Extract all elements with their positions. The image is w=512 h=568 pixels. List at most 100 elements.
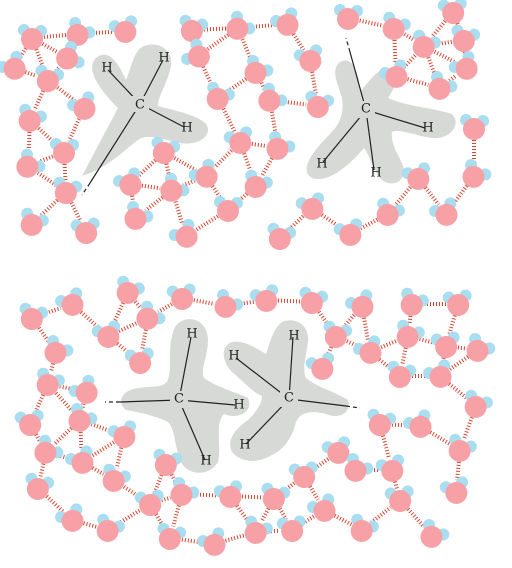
water-molecule bbox=[238, 168, 275, 203]
hydrogen-bond bbox=[403, 32, 415, 42]
hydrogen-bond bbox=[195, 214, 219, 232]
carbon-atom-label: C bbox=[361, 102, 371, 117]
hydrogen-atom-label: H bbox=[233, 398, 244, 413]
hydrogen-bond bbox=[221, 107, 237, 133]
hydrogen-bond bbox=[333, 513, 353, 527]
hydrogen-bond bbox=[400, 347, 408, 365]
water-molecule bbox=[264, 221, 298, 253]
water-molecule bbox=[426, 194, 465, 232]
hydrogen-bond bbox=[57, 453, 71, 461]
hydrogen-bond bbox=[62, 163, 68, 181]
hydrogen-bond bbox=[301, 514, 315, 526]
lower-panel: C H H H C H H H bbox=[13, 274, 498, 562]
carbon-atom-label: C bbox=[174, 392, 184, 407]
methane-molecule: C H H H bbox=[81, 51, 193, 196]
hydrogen-bond bbox=[392, 39, 398, 65]
hydrogen-bond bbox=[173, 156, 197, 172]
hydrogen-bond bbox=[157, 302, 173, 314]
hydrogen-bond bbox=[137, 158, 157, 178]
water-molecule bbox=[292, 41, 329, 77]
water-molecule bbox=[194, 524, 233, 562]
hydrogen-bond bbox=[393, 481, 399, 489]
water-molecule bbox=[413, 516, 452, 554]
hydrogen-bond bbox=[270, 111, 278, 137]
water-molecule bbox=[30, 366, 67, 401]
methane-molecule: C H H H bbox=[105, 327, 245, 469]
hydrogen-bond bbox=[193, 298, 215, 306]
hydrogen-bond bbox=[173, 200, 185, 226]
hydrogen-bond bbox=[359, 18, 383, 28]
hydrogen-bond-set bbox=[18, 18, 476, 232]
water-network bbox=[0, 0, 494, 255]
water-molecule bbox=[384, 359, 418, 391]
hydrogen-bond bbox=[310, 71, 318, 95]
water-molecule bbox=[69, 215, 103, 247]
hydrogen-bond bbox=[455, 461, 461, 481]
hydrogen-bond bbox=[447, 382, 469, 400]
hydrogen-atom-label: H bbox=[228, 349, 239, 364]
water-molecule bbox=[302, 89, 336, 121]
hydrogen-bond bbox=[451, 184, 469, 206]
water-molecule bbox=[458, 388, 495, 423]
water-molecule bbox=[110, 274, 147, 309]
water-molecule bbox=[370, 196, 407, 231]
hydrogen-bond bbox=[407, 77, 429, 87]
water-molecule bbox=[259, 128, 298, 166]
hydrogen-bond bbox=[259, 507, 271, 523]
hydrogen-bond bbox=[34, 48, 46, 70]
water-molecule bbox=[12, 102, 49, 137]
hydrogen-bond bbox=[278, 507, 288, 521]
hydrogen-bond bbox=[267, 528, 281, 534]
hydrogen-bond bbox=[39, 198, 59, 218]
hydrogen-bond bbox=[429, 430, 451, 446]
water-molecule bbox=[455, 156, 494, 194]
carbon-atom-label: C bbox=[135, 98, 145, 113]
hydrogen-bond bbox=[281, 99, 307, 107]
hydrogen-atom-label: H bbox=[181, 121, 192, 136]
water-molecule bbox=[52, 284, 91, 322]
hydrogen-bond bbox=[235, 504, 251, 524]
hydrogen-bond bbox=[203, 26, 227, 32]
methane-cloud bbox=[306, 60, 456, 184]
hydrogen-bond bbox=[287, 214, 305, 232]
hydrogen-bond bbox=[430, 19, 447, 39]
water-molecule bbox=[153, 170, 193, 209]
hydrogen-atom-label: H bbox=[186, 327, 197, 342]
hydrogen-bond bbox=[141, 183, 161, 191]
hydrogen-bond bbox=[291, 33, 306, 51]
hydrogen-bond bbox=[423, 186, 441, 206]
water-molecule bbox=[176, 13, 210, 45]
water-molecule bbox=[438, 473, 475, 509]
hydrogen-bond bbox=[282, 481, 296, 493]
hydrogen-bond bbox=[346, 339, 360, 349]
hydrogen-bond bbox=[79, 310, 101, 330]
water-molecule bbox=[460, 114, 489, 140]
hydrogen-bond bbox=[448, 355, 470, 371]
hydrogen-bond bbox=[171, 505, 181, 527]
hydrogen-bond bbox=[380, 338, 398, 350]
water-molecule bbox=[90, 512, 127, 547]
hydrogen-bond bbox=[117, 508, 141, 526]
water-molecule bbox=[334, 4, 363, 30]
water-molecule bbox=[459, 330, 498, 368]
hydrogen-bond bbox=[36, 171, 58, 187]
water-molecule bbox=[64, 88, 103, 126]
water-molecule bbox=[400, 406, 439, 444]
water-molecule bbox=[186, 155, 226, 195]
hydrogen-bond bbox=[45, 494, 65, 514]
hydrogen-bond bbox=[249, 23, 276, 29]
water-molecule bbox=[420, 356, 459, 394]
hydrogen-bond bbox=[362, 317, 370, 341]
hydrogen-bond bbox=[140, 329, 148, 351]
hydrogen-bond bbox=[53, 426, 73, 446]
water-molecule bbox=[62, 442, 101, 480]
hydrogen-bond bbox=[260, 157, 274, 177]
water-molecule bbox=[50, 138, 79, 164]
water-molecule bbox=[9, 146, 49, 185]
water-molecule bbox=[374, 451, 411, 487]
water-molecule bbox=[123, 345, 157, 377]
hydrogen-bond bbox=[83, 521, 97, 529]
water-molecule bbox=[296, 285, 330, 317]
hydrogen-atom-label: H bbox=[288, 329, 299, 344]
